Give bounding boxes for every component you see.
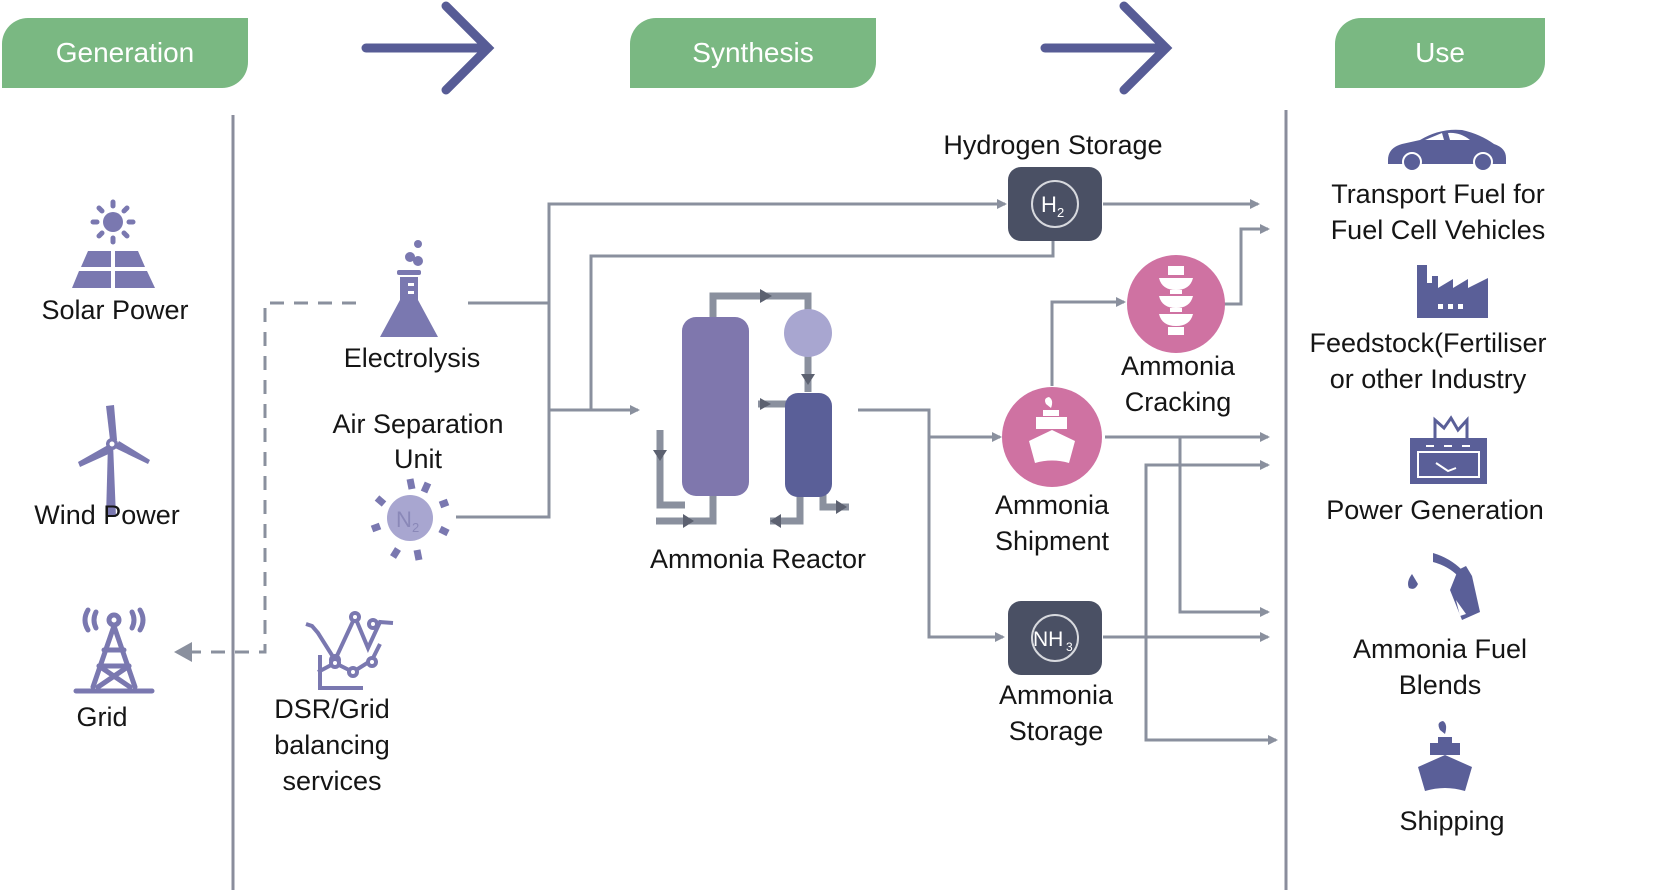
- stage-label: Generation: [55, 37, 195, 68]
- hydrogen-storage-label: Hydrogen Storage: [943, 130, 1163, 160]
- svg-text:2: 2: [1057, 205, 1064, 220]
- stage-tab-use: Use: [1335, 18, 1545, 88]
- svg-text:2: 2: [412, 520, 419, 535]
- line-chart-icon: [305, 611, 394, 690]
- electrolysis-label: Electrolysis: [343, 343, 481, 373]
- ammonia-storage-node: NH 3: [1008, 601, 1102, 675]
- svg-text:H: H: [1041, 192, 1057, 217]
- ammonia-storage-label: Ammonia Storage: [998, 680, 1114, 746]
- ammonia-shipment-label: Ammonia Shipment: [994, 490, 1110, 556]
- shipping-ship-icon: [1418, 721, 1472, 791]
- stage-arrow-1: [361, 1, 495, 95]
- feedstock-label: Feedstock(Fertiliser or other Industry: [1309, 328, 1547, 394]
- car-icon: [1388, 129, 1506, 172]
- flask-icon: [380, 240, 438, 337]
- shipping-label: Shipping: [1399, 806, 1505, 836]
- wind-power-label: Wind Power: [34, 500, 180, 530]
- stage-arrow-2: [1040, 1, 1173, 95]
- ammonia-cracking-label: Ammonia Cracking: [1120, 351, 1236, 417]
- transmission-tower-icon: [73, 607, 155, 694]
- solar-power-label: Solar Power: [41, 295, 189, 325]
- flow-lines: [456, 199, 1278, 745]
- dsr-label: DSR/Grid balancing services: [274, 694, 390, 796]
- ship-icon: [1002, 387, 1102, 487]
- fuel-nozzle-icon: [1408, 553, 1480, 620]
- stage-tab-generation: Generation: [2, 18, 248, 88]
- factory-icon: [1417, 265, 1488, 318]
- arrow-to-grid: [174, 642, 192, 662]
- ammonia-reactor-label: Ammonia Reactor: [649, 544, 867, 574]
- svg-text:3: 3: [1066, 640, 1073, 654]
- grid-balancing-dashed-line: [190, 301, 356, 654]
- power-generation-label: Power Generation: [1326, 495, 1544, 525]
- power-plant-icon: [1410, 415, 1487, 484]
- wind-turbine-icon: [78, 405, 150, 517]
- grid-label: Grid: [76, 702, 128, 732]
- transport-fuel-label: Transport Fuel for Fuel Cell Vehicles: [1330, 179, 1546, 245]
- solar-panel-icon: [72, 199, 155, 288]
- hydrogen-storage-node: H 2: [1008, 167, 1102, 241]
- svg-text:N: N: [396, 507, 412, 532]
- reactor-icon: [653, 289, 849, 528]
- nitrogen-icon: N 2: [370, 478, 450, 561]
- stage-tab-synthesis: Synthesis: [630, 18, 876, 88]
- svg-text:NH: NH: [1033, 628, 1063, 651]
- stage-label: Synthesis: [692, 37, 814, 68]
- ammonia-fuel-blends-label: Ammonia Fuel Blends: [1352, 634, 1528, 700]
- stage-label: Use: [1415, 37, 1465, 68]
- cracker-icon: [1127, 255, 1225, 353]
- air-separation-label: Air Separation Unit: [332, 409, 504, 474]
